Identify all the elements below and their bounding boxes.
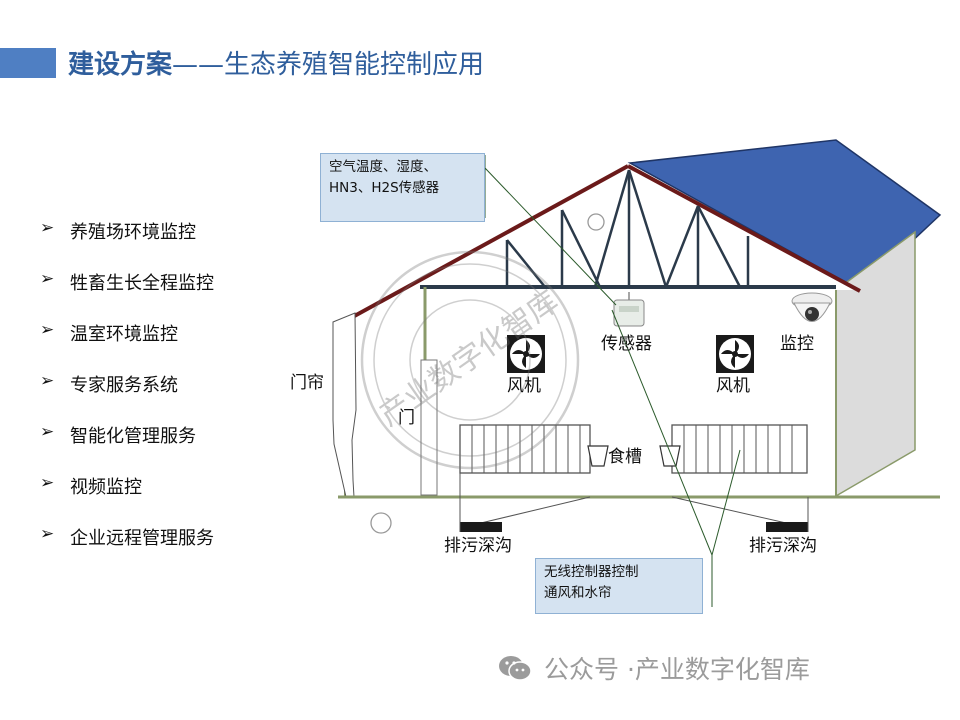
label-trough: 食槽	[608, 447, 642, 467]
label-camera: 监控	[780, 334, 814, 354]
truss-diagonal	[593, 169, 631, 288]
sensor-icon	[613, 292, 645, 327]
callout-wireless-line2: 通风和水帘	[544, 585, 612, 601]
arrow-icon: ➢	[40, 218, 55, 238]
label-drain-right: 排污深沟	[749, 536, 817, 556]
truss-diagonal	[560, 209, 602, 288]
list-item-label: 企业远程管理服务	[70, 528, 214, 549]
arrow-icon: ➢	[40, 371, 55, 391]
callout-sensor: 空气温度、湿度、 HN3、H2S传感器	[320, 153, 485, 222]
pen-left	[459, 424, 591, 474]
camera-icon	[791, 292, 833, 322]
list-item: ➢ 企业远程管理服务	[40, 524, 214, 575]
pen-left-bars	[471, 425, 581, 473]
list-item: ➢ 温室环境监控	[40, 320, 214, 371]
trough-left	[587, 445, 609, 467]
watermark-name: 产业数字化智库	[634, 655, 810, 684]
feature-list: ➢ 养殖场环境监控 ➢ 牲畜生长全程监控 ➢ 温室环境监控 ➢ 专家服务系统 ➢ 智能化管…	[40, 218, 214, 575]
callout-sensor-line1: 空气温度、湿度、	[329, 159, 437, 175]
roof-left	[340, 168, 860, 340]
list-item: ➢ 牲畜生长全程监控	[40, 269, 214, 320]
callout-sensor-line	[484, 167, 617, 306]
label-fan-right: 风机	[716, 376, 750, 396]
fan-right-icon	[716, 335, 754, 373]
callout-wireless: 无线控制器控制 通风和水帘	[535, 558, 703, 614]
page-title: 建设方案——生态养殖智能控制应用	[68, 44, 484, 81]
truss-diagonal	[664, 205, 700, 288]
roof-edge-right	[627, 164, 861, 293]
truss-diagonal	[627, 169, 668, 288]
fan-left-icon	[507, 335, 545, 373]
pen-right	[671, 424, 808, 474]
door-curtain	[332, 312, 357, 498]
wechat-icon	[498, 654, 532, 682]
title-sub: 生态养殖智能控制应用	[224, 50, 485, 80]
title-main: 建设方案	[68, 50, 173, 80]
label-sensor: 传感器	[601, 334, 652, 354]
arrow-icon: ➢	[40, 422, 55, 442]
arrow-icon: ➢	[40, 269, 55, 289]
door	[420, 359, 438, 496]
drain-left	[460, 522, 502, 532]
arrow-icon: ➢	[40, 320, 55, 340]
decor-circle	[587, 213, 605, 231]
decor-circle	[370, 512, 392, 534]
list-item: ➢ 智能化管理服务	[40, 422, 214, 473]
footer-watermark: 公众号 · 产业数字化智库	[498, 650, 810, 686]
arrow-icon: ➢	[40, 524, 55, 544]
title-dash: ——	[172, 50, 225, 80]
pen-right-bars	[683, 425, 793, 473]
trough-right	[659, 445, 681, 467]
callout-wireless-line-a	[711, 449, 741, 556]
list-item: ➢ 专家服务系统	[40, 371, 214, 422]
truss-diagonal	[696, 205, 742, 288]
drain-right	[766, 522, 808, 532]
list-item-label: 智能化管理服务	[70, 426, 196, 447]
list-item: ➢ 养殖场环境监控	[40, 218, 214, 269]
arrow-icon: ➢	[40, 473, 55, 493]
watermark-label: 公众号 ·	[544, 655, 635, 684]
callout-wireless-line-b	[611, 309, 713, 556]
callout-wireless-line1: 无线控制器控制	[544, 564, 639, 580]
truss-diagonal	[506, 239, 546, 288]
list-item-label: 专家服务系统	[70, 375, 178, 396]
roof-edge-left	[337, 164, 629, 327]
callout-sensor-line2: HN3、H2S传感器	[329, 180, 440, 196]
list-item-label: 视频监控	[70, 477, 142, 498]
label-fan-left: 风机	[507, 376, 541, 396]
list-item-label: 牲畜生长全程监控	[70, 273, 214, 294]
label-door: 门	[398, 408, 415, 428]
title-accent-bar	[0, 48, 56, 78]
label-curtain: 门帘	[290, 373, 324, 393]
list-item-label: 温室环境监控	[70, 324, 178, 345]
list-item-label: 养殖场环境监控	[70, 222, 196, 243]
list-item: ➢ 视频监控	[40, 473, 214, 524]
label-drain-left: 排污深沟	[444, 536, 512, 556]
